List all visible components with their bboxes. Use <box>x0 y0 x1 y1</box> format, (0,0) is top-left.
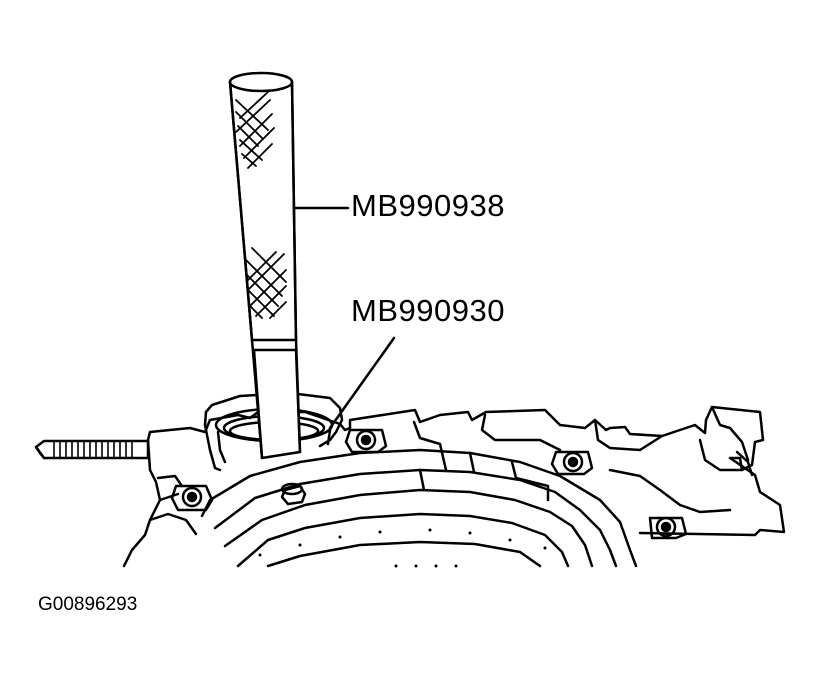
callout-tool-2: MB990930 <box>351 293 505 328</box>
leader-line-tool-2 <box>328 336 396 430</box>
installer-handle <box>228 71 302 460</box>
figure-id: G00896293 <box>38 594 138 615</box>
stud-bolt <box>34 439 150 460</box>
leader-lines <box>294 206 396 430</box>
case-bore-rings <box>200 442 638 568</box>
callout-tool-1: MB990938 <box>351 188 505 223</box>
